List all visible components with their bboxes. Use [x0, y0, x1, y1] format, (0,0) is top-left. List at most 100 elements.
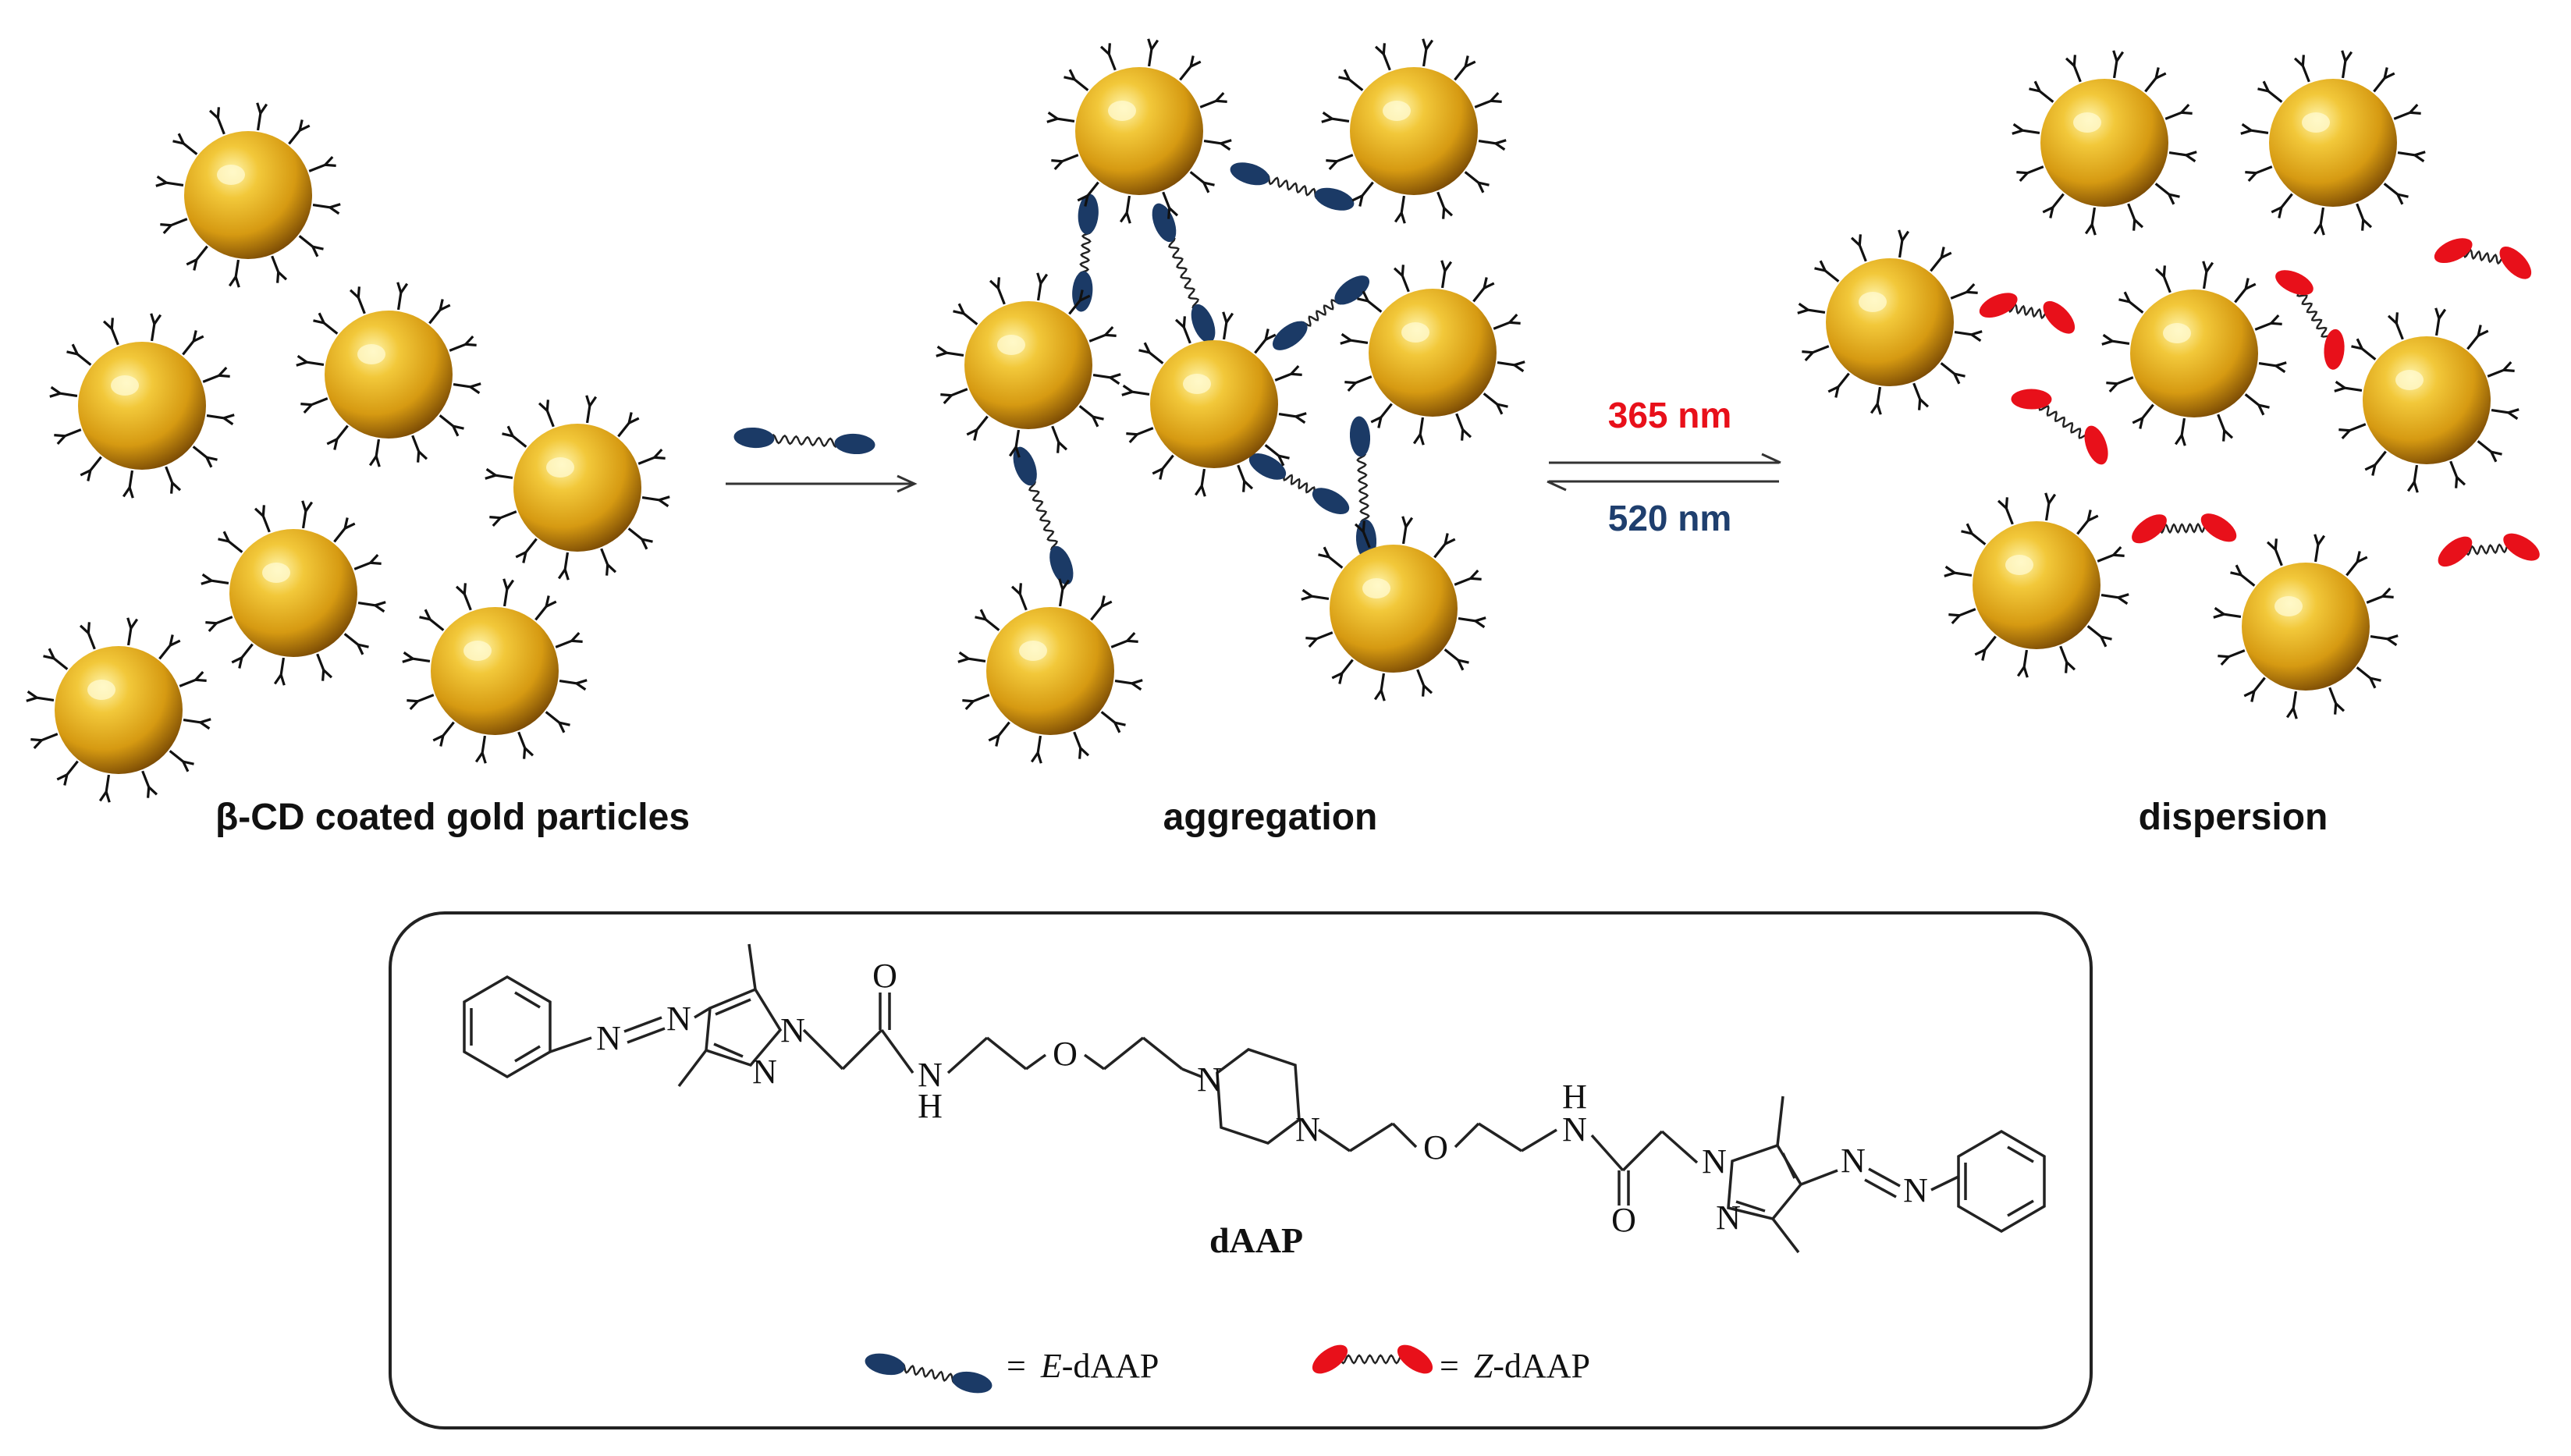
- bcd-ligand-arm: [122, 486, 131, 498]
- azo-end-group: [2275, 270, 2314, 296]
- z-dAAP-molecule: [2132, 513, 2237, 544]
- bcd-ligand-arm: [128, 487, 134, 499]
- bcd-ligand-arm: [1819, 260, 1827, 272]
- bcd-ligand-arm: [455, 585, 466, 595]
- gold-particle: [2101, 261, 2287, 446]
- bcd-ligand: [2491, 408, 2509, 414]
- bcd-ligand: [946, 351, 964, 357]
- bcd-ligand-arm: [2214, 606, 2225, 616]
- atom-n: N: [1197, 1060, 1222, 1099]
- linker-chain: [1355, 446, 1371, 531]
- bcd-ligand-arm: [1110, 373, 1121, 379]
- bcd-ligand: [1068, 300, 1081, 315]
- bcd-ligand-arm: [964, 700, 975, 711]
- z-dAAP-molecule: [1979, 293, 2076, 334]
- bcd-ligand-arm: [2285, 707, 2295, 719]
- bcd-ligand-arm: [958, 651, 970, 660]
- bcd-ligand-arm: [1113, 722, 1121, 733]
- bcd-ligand: [1162, 191, 1171, 209]
- bcd-ligand-arm: [2271, 321, 2282, 325]
- bcd-ligand-arm: [988, 734, 1000, 742]
- bcd-ligand: [2356, 203, 2365, 221]
- bcd-ligand-arm: [1301, 595, 1312, 601]
- azo-end-group: [1152, 203, 1177, 243]
- bcd-ligand-arm: [2334, 703, 2338, 715]
- bcd-ligand-arm: [318, 312, 325, 324]
- bcd-ligand-arm: [2240, 129, 2252, 135]
- gold-highlight: [2163, 323, 2191, 343]
- bcd-ligand-arm: [1068, 69, 1076, 80]
- bcd-ligand: [1278, 412, 1297, 418]
- bcd-ligand-arm: [234, 276, 240, 288]
- bcd-ligand-arm: [2213, 613, 2225, 619]
- bcd-ligand-arm: [2108, 382, 2118, 393]
- bcd-ligand: [2244, 393, 2260, 407]
- linker-chain: [1024, 475, 1062, 556]
- bcd-ligand: [311, 397, 328, 407]
- bcd-ligand-arm: [588, 396, 598, 407]
- bcd-ligand-arm: [2180, 103, 2190, 114]
- bcd-ligand: [64, 428, 82, 438]
- bcd-ligand: [2141, 403, 2154, 419]
- bcd-ligand-arm: [2112, 50, 2118, 62]
- bcd-ligand-arm: [1362, 290, 1369, 302]
- bcd-ligand-arm: [2012, 129, 2023, 135]
- gold-particle: [296, 282, 481, 467]
- bcd-ligand-arm: [1326, 159, 1337, 163]
- bcd-ligand-arm: [1966, 523, 1973, 534]
- atom-h: H: [1562, 1078, 1587, 1116]
- bcd-ligand-arm: [1290, 364, 1300, 375]
- bcd-ligand: [975, 415, 989, 431]
- bcd-ligand: [1147, 48, 1153, 67]
- legend-z-molecule: [1312, 1344, 1433, 1374]
- bcd-ligand: [2097, 553, 2115, 563]
- azo-end-group: [1315, 187, 1355, 211]
- atom-n: N: [1903, 1171, 1928, 1209]
- bcd-ligand-arm: [1495, 139, 1507, 145]
- bcd-ligand-arm: [2271, 206, 2282, 214]
- bcd-ligand: [169, 750, 184, 763]
- bcd-ligand-arm: [1483, 277, 1488, 289]
- bcd-ligand-arm: [641, 538, 653, 543]
- bcd-ligand-arm: [1425, 39, 1434, 51]
- gold-highlight: [111, 375, 139, 396]
- atom-n: N: [918, 1056, 943, 1094]
- bcd-ligand-arm: [2106, 382, 2118, 385]
- bcd-ligand-arm: [1121, 390, 1133, 396]
- azo-end-group: [1312, 1344, 1348, 1374]
- bcd-ligand-arm: [298, 119, 304, 131]
- bcd-ligand-arm: [957, 657, 969, 663]
- linker-chain: [1163, 232, 1204, 314]
- bcd-ligand: [158, 645, 172, 660]
- bcd-ligand-arm: [419, 616, 431, 621]
- bcd-ligand-arm: [326, 438, 338, 446]
- bcd-ligand-arm: [1053, 160, 1064, 171]
- bcd-ligand-arm: [1295, 412, 1307, 418]
- free-z-dAAP-molecules: [1979, 238, 2540, 567]
- bcd-ligand: [559, 679, 577, 685]
- gold-particle: [1046, 38, 1232, 224]
- bcd-ligand: [215, 616, 233, 625]
- bcd-ligand: [2168, 151, 2187, 157]
- bcd-ligand-arm: [156, 175, 168, 184]
- bcd-ligand: [256, 112, 262, 131]
- dAAP-atom-labels: N N N N O N H O N N O H N O N N N N dAAP: [596, 957, 1928, 1260]
- bcd-ligand: [1348, 78, 1364, 91]
- bcd-ligand: [1419, 417, 1425, 435]
- bcd-ligand-arm: [193, 259, 198, 271]
- bcd-ligand-arm: [2222, 430, 2226, 442]
- bcd-ligand-arm: [1951, 614, 1961, 625]
- bcd-ligand-arm: [1150, 39, 1159, 51]
- bcd-ligand: [216, 117, 225, 135]
- gold-sphere: [184, 131, 312, 259]
- bcd-ligand: [524, 538, 538, 553]
- bcd-ligand-arm: [2490, 451, 2498, 463]
- bcd-ligand-arm: [1404, 517, 1414, 528]
- bcd-ligand-arm: [2044, 492, 2051, 504]
- bcd-ligand-arm: [147, 787, 151, 798]
- bcd-ligand-arm: [2016, 171, 2028, 175]
- bcd-ligand-arm: [396, 282, 403, 293]
- azo-end-group: [952, 1371, 993, 1394]
- legend-z-label: = Z-dAAP: [1440, 1347, 1590, 1385]
- bcd-ligand-arm: [417, 451, 421, 463]
